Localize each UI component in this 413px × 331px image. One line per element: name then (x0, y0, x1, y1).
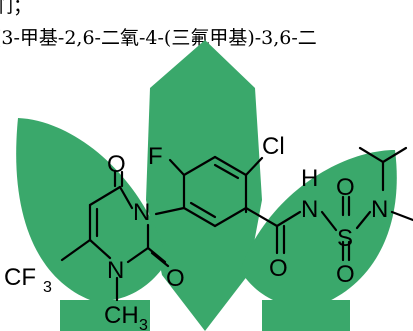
watermark-right-leaf (240, 150, 397, 307)
atom-amide-n: N (301, 196, 318, 223)
atom-sulfur: S (337, 225, 353, 252)
atom-trifluoromethyl: CF (4, 264, 36, 291)
leaf-sprout-logo-icon (16, 40, 397, 331)
atom-amine-nitrogen: N (371, 196, 388, 223)
trifluoromethyl-prefix: CF (4, 264, 36, 291)
atom-chlorine: Cl (262, 133, 285, 160)
methyl-prefix: CH (104, 302, 139, 329)
atom-methyl: CH (104, 302, 139, 329)
watermark-central-shoot (146, 40, 262, 331)
atom-urea-oxygen: O (166, 265, 185, 292)
atom-sulfonyl-oxygen-bottom: O (336, 261, 355, 288)
watermark-right-stem (262, 300, 350, 331)
atom-methyl-subscript: 3 (139, 317, 148, 331)
watermark-left-stem (60, 300, 150, 331)
caption-line-1: 们； (0, 0, 33, 17)
atom-amide-oxygen: O (269, 255, 288, 282)
atom-amide-h: H (301, 165, 318, 192)
bond-lines (60, 146, 413, 302)
atom-labels: F Cl O N N O CF 3 CH 3 H N O S O O N (4, 133, 388, 331)
atom-sulfonyl-oxygen-top: O (336, 174, 355, 201)
atom-ring-nitrogen-1: N (133, 199, 150, 226)
watermark-left-leaf (16, 118, 169, 301)
caption-line-2: (3-甲基-2,6-二氧-4-(三氟甲基)-3,6-二 (0, 27, 317, 49)
caption-text: 们； (3-甲基-2,6-二氧-4-(三氟甲基)-3,6-二 (0, 0, 413, 60)
atom-fluorine: F (148, 143, 163, 170)
atom-trifluoromethyl-subscript: 3 (43, 279, 52, 296)
atom-ketone-oxygen-top: O (107, 151, 126, 178)
atom-ring-nitrogen-2: N (107, 257, 124, 284)
